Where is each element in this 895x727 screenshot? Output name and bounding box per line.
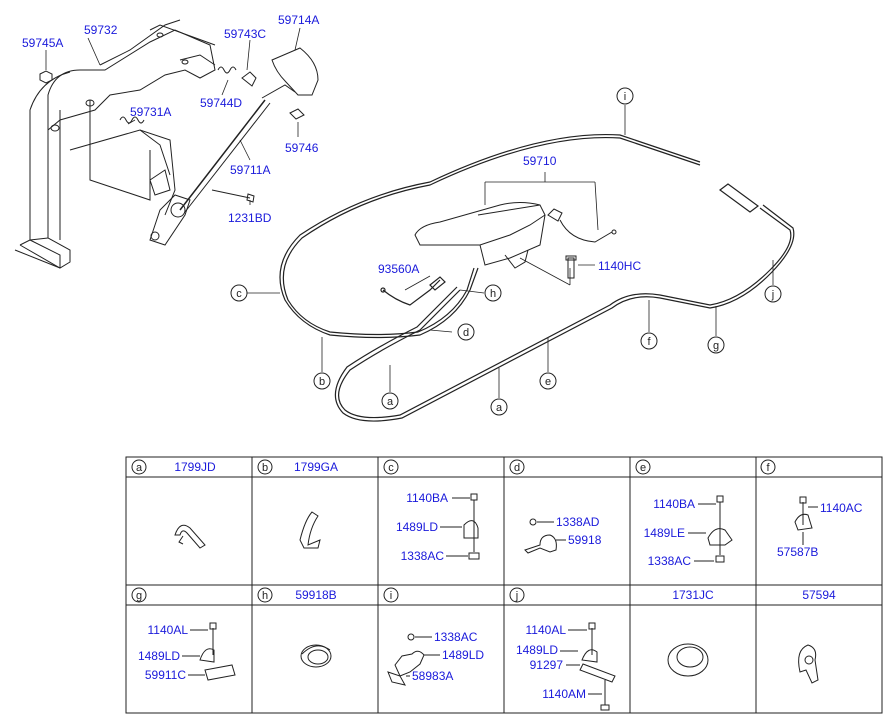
part-illustration-c (440, 493, 480, 560)
part-illustration-1731JC (667, 643, 709, 677)
part-illustration-57594 (798, 644, 819, 684)
callout-h: h (490, 288, 496, 300)
leader-lines-cable (247, 105, 774, 398)
parts-table (125, 456, 883, 714)
callout-b: b (319, 376, 325, 388)
cell-i-part-3: 58983A (412, 669, 453, 683)
cell-i-part-2: 1489LD (442, 648, 484, 662)
label-59745A: 59745A (22, 36, 63, 50)
cable-routing (279, 133, 795, 422)
header-cell-h: h 59918B (257, 587, 337, 603)
label-1231BD: 1231BD (228, 211, 272, 225)
header-letter: i (390, 590, 392, 602)
callout-a-front: a (387, 396, 394, 408)
cell-j-part-3: 91297 (530, 658, 564, 672)
callout-d: d (463, 327, 469, 339)
cell-e-part-3: 1338AC (648, 554, 692, 568)
part-illustration-j (560, 622, 616, 711)
cell-j-part-2: 1489LD (516, 643, 558, 657)
callout-circles (230, 87, 782, 416)
label-59743C: 59743C (224, 27, 266, 41)
cell-f-part-2: 57587B (777, 545, 818, 559)
callout-g: g (713, 340, 719, 352)
label-59710: 59710 (523, 154, 557, 168)
header-cell-a: a 1799JD (131, 459, 216, 475)
header-code: 1799JD (174, 460, 216, 474)
header-letter: f (766, 462, 770, 474)
header-cell-f: f (760, 459, 776, 475)
header-letter: d (514, 462, 520, 474)
header-cell-57594: 57594 (802, 588, 836, 602)
label-93560A: 93560A (378, 262, 419, 276)
callout-a-rear: a (496, 402, 503, 414)
callout-j: j (771, 289, 774, 301)
header-letter: g (136, 590, 142, 602)
header-cell-d: d (509, 459, 525, 475)
part-illustration-d (524, 518, 566, 554)
label-1140HC: 1140HC (598, 259, 641, 273)
table-header-row-2: g h 59918B i j 1731JC 57594 (131, 587, 836, 603)
cell-j-part-4: 1140AM (542, 687, 586, 701)
label-59732: 59732 (84, 23, 118, 37)
cell-f-part-1: 1140AC (820, 501, 863, 515)
label-59746: 59746 (285, 141, 319, 155)
hand-brake-lever (414, 202, 617, 279)
pedal-bracket-assembly (14, 19, 319, 269)
leader-lines-left (45, 27, 301, 205)
cell-d-part-1: 1338AD (556, 515, 600, 529)
cell-e-part-2: 1489LE (644, 526, 685, 540)
cell-d-part-2: 59918 (568, 533, 602, 547)
header-letter: a (136, 462, 143, 474)
cell-g-part-1: 1140AL (148, 623, 189, 637)
callout-c: c (236, 288, 242, 300)
callout-i: i (624, 91, 626, 103)
label-59714A: 59714A (278, 13, 319, 27)
table-header-row-1: a 1799JD b 1799GA c d e f (131, 459, 776, 475)
header-code: 1799GA (294, 460, 338, 474)
part-illustration-e (688, 495, 733, 563)
header-cell-i: i (383, 587, 399, 603)
header-cell-b: b 1799GA (257, 459, 338, 475)
header-letter: h (262, 590, 268, 602)
callout-letters: i c h d b a e a f g j (236, 91, 774, 414)
header-code: 1731JC (672, 588, 714, 602)
part-illustration-f (794, 496, 818, 545)
header-letter: c (388, 462, 394, 474)
cell-g-part-3: 59911C (145, 668, 186, 682)
part-illustration-h (300, 644, 332, 668)
header-cell-c: c (383, 459, 399, 475)
header-cell-g: g (131, 587, 147, 603)
cell-j-part-1: 1140AL (526, 623, 567, 637)
cell-i-part-1: 1338AC (434, 630, 478, 644)
cell-g-part-2: 1489LD (138, 649, 180, 663)
part-illustration-b (299, 511, 321, 549)
callout-e: e (545, 376, 551, 388)
header-cell-j: j (509, 587, 525, 603)
header-letter: e (640, 462, 646, 474)
header-code: 59918B (295, 588, 336, 602)
label-59731A: 59731A (130, 105, 171, 119)
cell-e-part-1: 1140BA (653, 497, 695, 511)
part-illustration-g (182, 622, 236, 681)
header-code: 57594 (802, 588, 836, 602)
part-illustration-i (387, 633, 440, 686)
header-letter: b (262, 462, 268, 474)
header-cell-e: e (635, 459, 651, 475)
part-illustration-a (174, 524, 206, 549)
cell-c-part-2: 1489LD (396, 520, 438, 534)
header-letter: j (515, 590, 518, 602)
header-cell-1731JC: 1731JC (672, 588, 714, 602)
callout-f: f (647, 336, 651, 348)
label-59711A: 59711A (230, 163, 270, 177)
cell-c-part-1: 1140BA (406, 491, 448, 505)
cell-c-part-3: 1338AC (401, 549, 445, 563)
label-59744D: 59744D (200, 96, 242, 110)
